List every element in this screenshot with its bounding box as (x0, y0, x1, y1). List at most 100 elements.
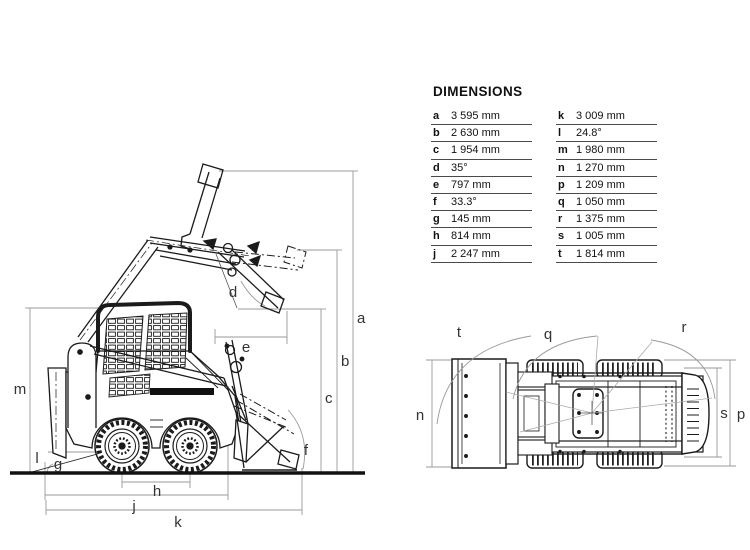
dim-line-e (214, 311, 288, 344)
side-machine (31, 163, 307, 474)
dimension-value: 1 050 mm (576, 196, 625, 209)
dim-label-t: t (457, 324, 462, 341)
dimension-value: 1 980 mm (576, 144, 625, 157)
dimension-row: j 2 247 mm (431, 246, 532, 263)
angle-arc-f (287, 409, 306, 470)
dim-label-l: l (35, 450, 38, 467)
dimension-value: 35° (451, 161, 468, 174)
top-machine (451, 358, 710, 469)
arc-r (650, 339, 716, 400)
dimension-row: c 1 954 mm (431, 142, 532, 160)
rear-wheel (94, 418, 150, 474)
dim-label-m: m (14, 381, 27, 398)
dimension-value: 1 270 mm (576, 161, 625, 174)
side-rail (548, 440, 704, 453)
cab-opening (572, 388, 604, 439)
dimension-value: 24.8° (576, 127, 602, 140)
dimension-value: 1 209 mm (576, 178, 625, 191)
clearance-arcs (436, 335, 716, 425)
cab-rops (96, 300, 192, 398)
dimension-value: 2 247 mm (451, 247, 500, 260)
dim-line-k (45, 468, 303, 515)
dimension-value: 797 mm (451, 178, 491, 191)
dim-line-p (664, 359, 736, 467)
dimension-row: k 3 009 mm (556, 108, 657, 126)
dimension-row: d 35° (431, 160, 532, 177)
radius-lines (505, 335, 713, 433)
bucket-raised-up (180, 163, 224, 250)
dimension-key: k (558, 110, 565, 123)
dim-label-p: p (737, 406, 745, 423)
dimension-value: 3 595 mm (451, 110, 500, 123)
dim-label-h: h (153, 483, 161, 500)
arc-q (512, 335, 598, 400)
side-dimension-lines (25, 170, 358, 515)
dim-label-d: d (229, 284, 237, 301)
rear-bumper (681, 372, 710, 455)
dimension-value: 145 mm (451, 213, 491, 226)
dimension-key: m (558, 144, 568, 157)
dimension-row: e 797 mm (431, 177, 532, 194)
dimension-key: l (558, 127, 562, 140)
dimension-key: d (433, 161, 440, 174)
tire (596, 449, 663, 469)
dim-line-h (121, 474, 191, 488)
dim-label-a: a (357, 310, 366, 327)
angle-arc-d (240, 280, 266, 307)
arc-t (436, 335, 532, 425)
cab-mesh-panel (108, 373, 151, 398)
dimension-value: 3 009 mm (576, 110, 625, 123)
side-view-diagram: a b c d e f g h j k l m (10, 163, 366, 531)
dimension-key: h (433, 230, 440, 243)
dimension-row: a 3 595 mm (431, 108, 532, 126)
top-bucket (451, 358, 560, 469)
dim-label-r: r (682, 319, 687, 336)
dim-line-c (238, 308, 326, 473)
dim-label-g: g (54, 456, 62, 473)
dimension-value: 2 630 mm (451, 127, 500, 140)
dimension-key: g (433, 213, 440, 226)
dimension-row: g 145 mm (431, 211, 532, 229)
dimension-key: e (433, 178, 440, 191)
dim-line-b (297, 249, 342, 473)
dimension-key: b (433, 127, 440, 140)
dimension-row: l 24.8° (556, 125, 657, 143)
dim-label-s: s (720, 405, 728, 422)
dimension-value: 1 954 mm (451, 144, 500, 157)
dim-label-k: k (174, 514, 182, 531)
bucket-raised-dumped (215, 249, 285, 314)
dimensions-title: DIMENSIONS (433, 84, 523, 99)
dimension-key: c (433, 144, 440, 157)
dim-label-e: e (242, 339, 250, 356)
dimension-key: j (433, 247, 437, 260)
dimensions-table: DIMENSIONS a 3 595 mm b 2 630 mm c 1 954 mm… (431, 84, 657, 263)
side-view-labels: a b c d e f g h j k l m (14, 284, 366, 531)
side-rail (548, 375, 704, 388)
dimension-value: 33.3° (451, 196, 477, 209)
dimension-value: 1 005 mm (576, 230, 625, 243)
cab-mesh-panel (144, 312, 188, 371)
dimension-value: 1 375 mm (576, 213, 625, 226)
raised-arm (77, 236, 262, 343)
dim-line-s (684, 367, 722, 458)
dim-label-j: j (131, 498, 135, 515)
dimension-key: a (433, 110, 440, 123)
cab-mesh-panel (102, 315, 144, 375)
dimension-key: t (558, 247, 562, 260)
front-wheel (162, 418, 218, 474)
dimension-key: s (558, 230, 565, 243)
dimension-row: s 1 005 mm (556, 228, 657, 246)
rear-grille (687, 388, 699, 442)
dim-label-c: c (325, 390, 333, 407)
top-view-labels: n p q r s t (416, 319, 745, 424)
